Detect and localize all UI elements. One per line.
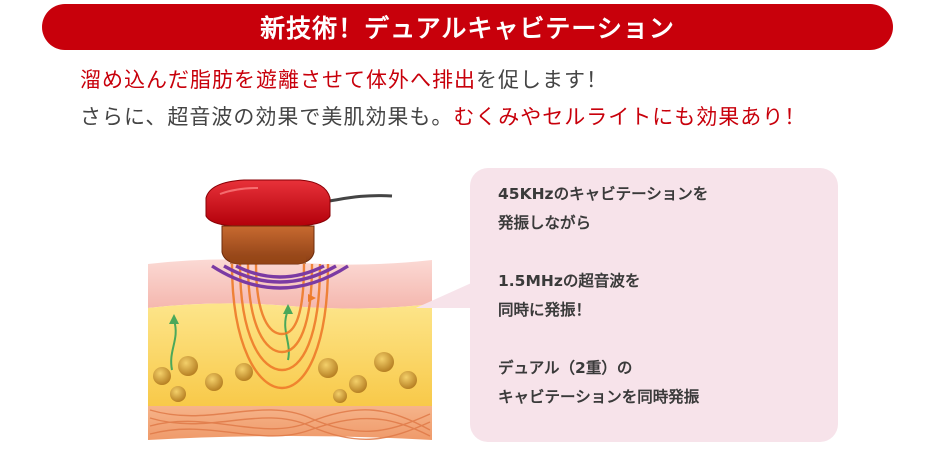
- header-banner: 新技術！デュアルキャビテーション: [42, 4, 893, 50]
- lead-line-2-text: さらに、超音波の効果で美肌効果も。: [80, 105, 454, 129]
- bubble-p1-line1: 45KHzのキャビテーションを: [498, 185, 709, 203]
- bubble-p3-line1: デュアル（2重）の: [498, 359, 633, 377]
- bubble-paragraph-2: 1.5MHzの超音波を 同時に発振！: [498, 267, 828, 325]
- lead-line-2-highlight: むくみやセルライトにも効果あり！: [453, 105, 807, 129]
- lead-line-1-text: を促します！: [476, 68, 608, 92]
- bubble-p1-line2: 発振しながら: [498, 214, 592, 232]
- bubble-text: 45KHzのキャビテーションを 発振しながら 1.5MHzの超音波を 同時に発振…: [498, 180, 828, 412]
- bubble-paragraph-1: 45KHzのキャビテーションを 発振しながら: [498, 180, 828, 238]
- skin-epidermis: [148, 259, 432, 309]
- cavitation-device-icon: [205, 179, 331, 265]
- header-title: 新技術！デュアルキャビテーション: [260, 14, 675, 43]
- bubble-p3-line2: キャビテーションを同時発振: [498, 388, 700, 406]
- device-cable: [321, 194, 393, 204]
- lead-line-2: さらに、超音波の効果で美肌効果も。むくみやセルライトにも効果あり！: [80, 101, 806, 131]
- lead-line-1-highlight: 溜め込んだ脂肪を遊離させて体外へ排出: [80, 68, 476, 92]
- bubble-p2-line1: 1.5MHzの超音波を: [498, 272, 641, 290]
- speech-bubble: [470, 168, 838, 442]
- bubble-paragraph-3: デュアル（2重）の キャビテーションを同時発振: [498, 354, 828, 412]
- fat-cells: [153, 352, 417, 403]
- bubble-p2-line2: 同時に発振！: [498, 301, 592, 319]
- skin-layer-illustration: [148, 179, 432, 441]
- bubble-tail: [415, 280, 478, 308]
- lead-line-1: 溜め込んだ脂肪を遊離させて体外へ排出を促します！: [80, 64, 608, 94]
